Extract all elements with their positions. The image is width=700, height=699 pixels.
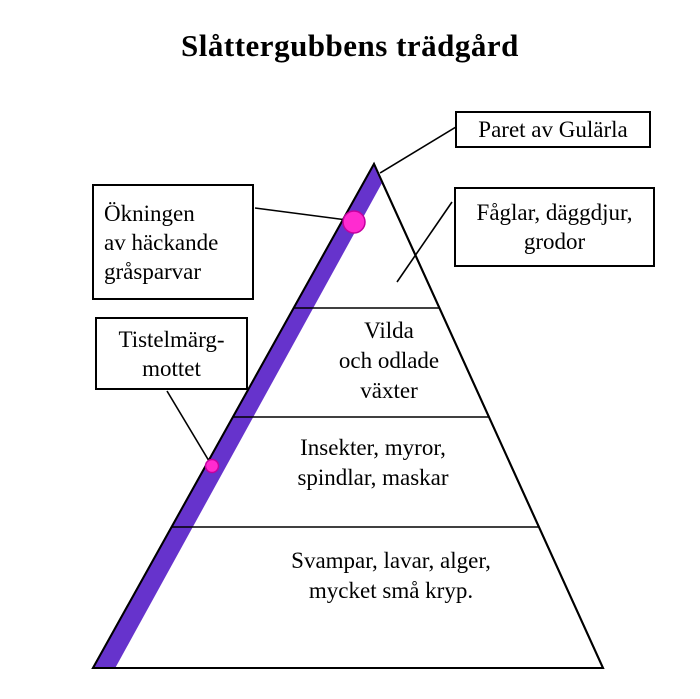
diagram-title: Slåttergubbens trädgård xyxy=(181,28,519,63)
section-insekter-myror-spindlar-maskar: Insekter, myror, spindlar, maskar xyxy=(248,433,498,493)
section-insekter-line2: spindlar, maskar xyxy=(297,465,449,490)
section-insekter-line1: Insekter, myror, xyxy=(300,435,446,460)
section-vilda-och-odlade-vaxter: Vilda och odlade växter xyxy=(299,316,479,406)
okningen-connector-line xyxy=(254,207,348,221)
callout-paret-av-gularla: Paret av Gulärla xyxy=(455,111,651,148)
faglar-connector-line xyxy=(396,201,453,283)
tistelmarg-marker-dot xyxy=(204,458,220,474)
section-vilda-line3: växter xyxy=(360,378,418,403)
section-vilda-line2: och odlade xyxy=(338,348,440,373)
callout-faglar-daggdjur-grodor: Fåglar, däggdjur, grodor xyxy=(454,187,655,267)
section-vilda-line1: Vilda xyxy=(364,318,414,343)
callout-okningen-grasparvar: Ökningen av häckande gråsparvar xyxy=(92,184,254,300)
callout-okningen-line1: Ökningen xyxy=(104,200,195,226)
tistel-connector-line xyxy=(166,390,210,462)
callout-tistel-line2: mottet xyxy=(142,355,201,381)
section-svampar-line1: Svampar, lavar, alger, xyxy=(291,548,491,573)
grasparvar-marker-dot xyxy=(342,210,366,234)
callout-tistelmarg-mottet: Tistelmärg- mottet xyxy=(95,317,248,390)
callout-paret-text: Paret av Gulärla xyxy=(478,117,628,142)
callout-okningen-line3: gråsparvar xyxy=(104,258,202,284)
paret-connector-line xyxy=(379,126,457,174)
callout-faglar-line2: grodor xyxy=(523,229,586,254)
callout-tistel-line1: Tistelmärg- xyxy=(118,326,225,352)
callout-okningen-line2: av häckande xyxy=(104,229,219,255)
section-svampar-line2: mycket små kryp. xyxy=(308,578,474,603)
section-svampar-lavar-alger: Svampar, lavar, alger, mycket små kryp. xyxy=(256,546,526,606)
pyramid-outline xyxy=(91,161,605,669)
callout-faglar-line1: Fåglar, däggdjur, xyxy=(476,200,633,225)
